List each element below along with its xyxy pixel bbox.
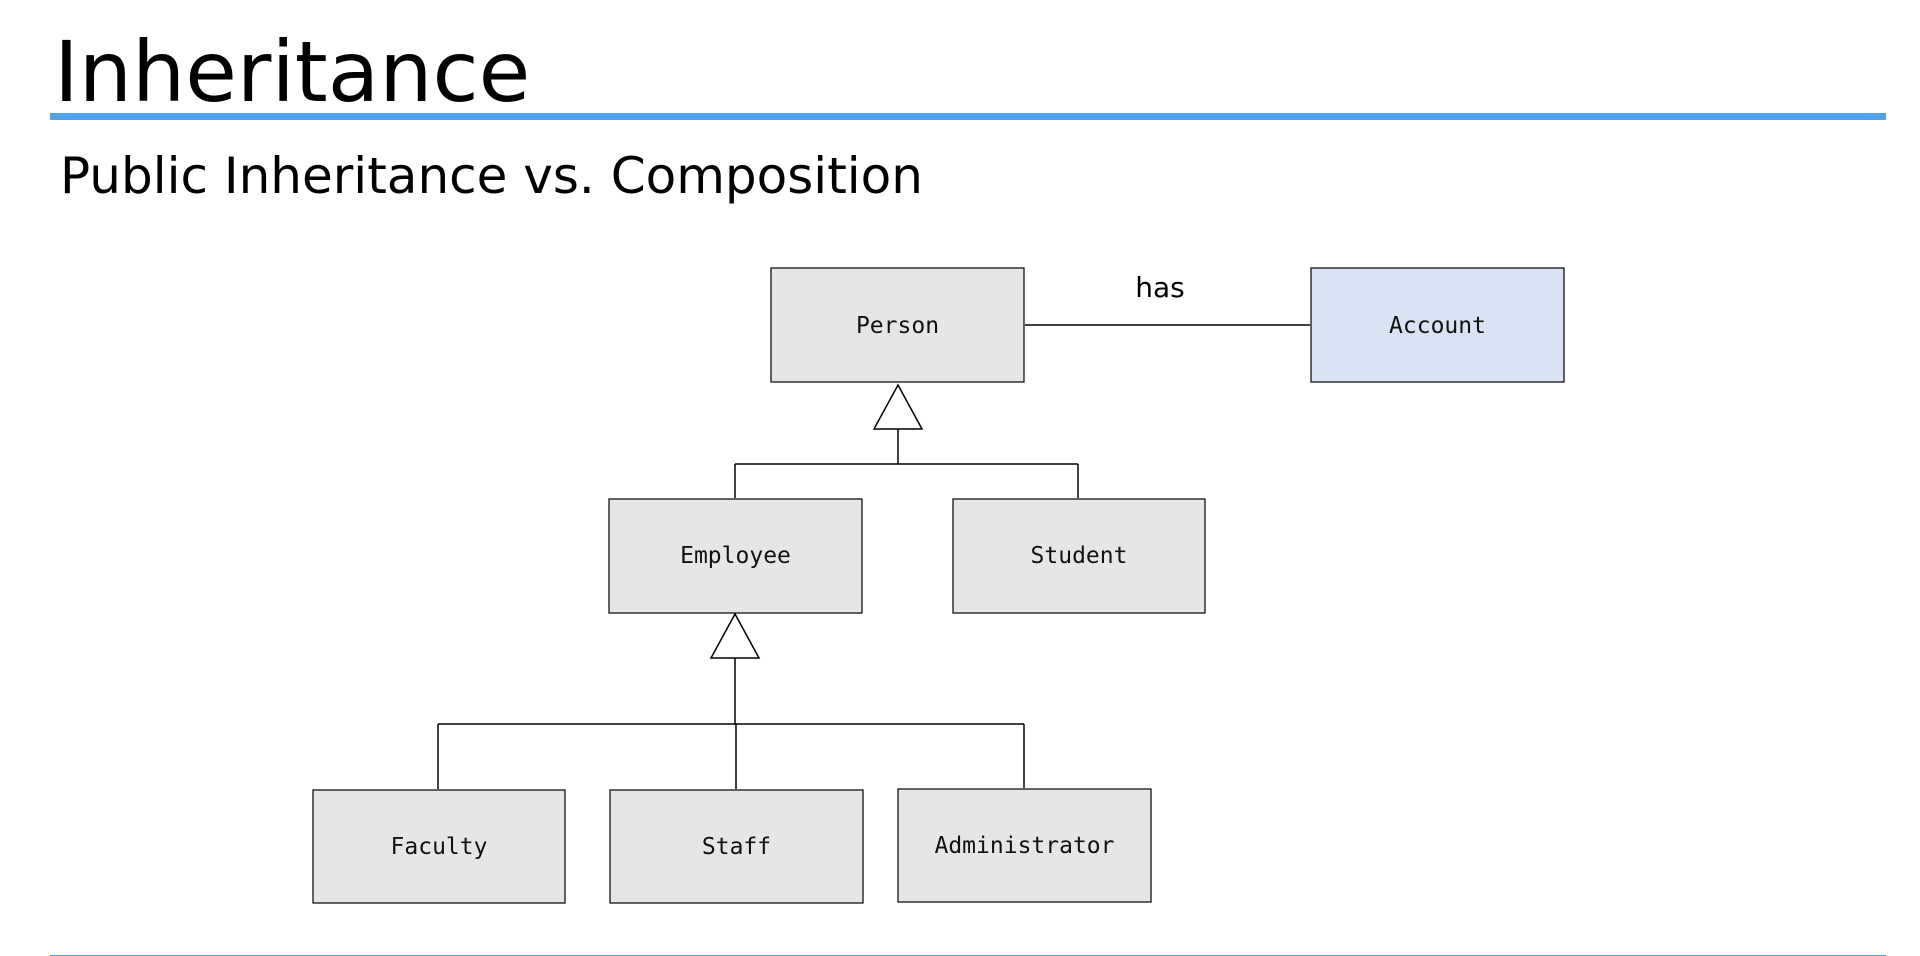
class-person: Person (770, 267, 1025, 383)
class-faculty-label: Faculty (391, 834, 488, 860)
generalization-arrow-person (872, 383, 924, 430)
class-account: Account (1310, 267, 1565, 383)
generalization-arrow-employee (709, 612, 761, 659)
class-faculty: Faculty (312, 789, 566, 904)
slide-title: Inheritance (54, 23, 531, 121)
class-administrator: Administrator (897, 788, 1152, 903)
class-person-label: Person (856, 313, 939, 339)
class-administrator-label: Administrator (934, 833, 1114, 859)
class-staff: Staff (609, 789, 864, 904)
class-account-label: Account (1389, 313, 1486, 339)
title-underline (50, 113, 1886, 120)
class-employee: Employee (608, 498, 863, 614)
slide-subtitle: Public Inheritance vs. Composition (60, 147, 923, 205)
class-student: Student (952, 498, 1206, 614)
class-employee-label: Employee (680, 543, 791, 569)
association-label: has (1135, 271, 1185, 304)
class-staff-label: Staff (702, 834, 771, 860)
class-student-label: Student (1031, 543, 1128, 569)
